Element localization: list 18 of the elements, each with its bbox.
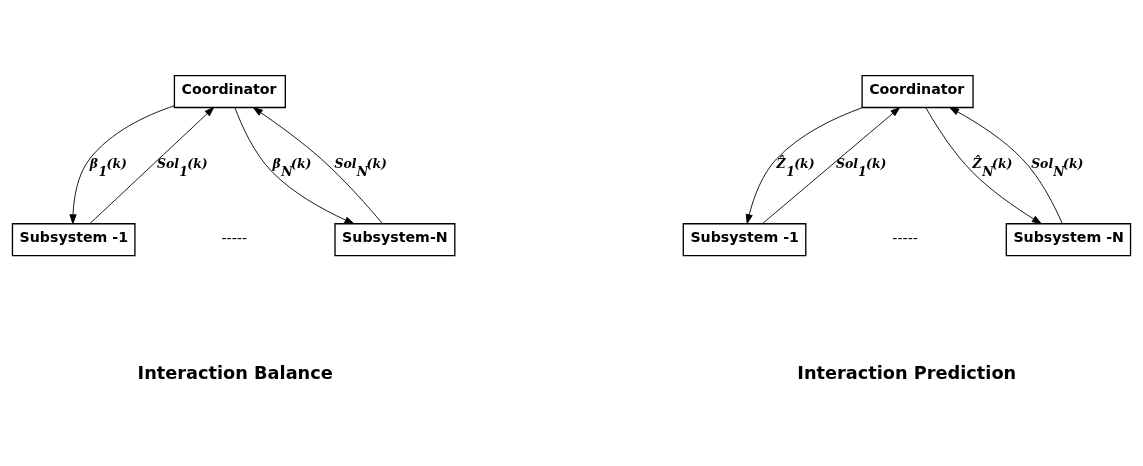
- node-box: Coordinator: [861, 74, 974, 108]
- node-box: Subsystem -N: [1005, 222, 1132, 256]
- arrow: [925, 106, 1042, 224]
- label: -----: [221, 229, 248, 246]
- node-box: Subsystem -1: [682, 222, 807, 256]
- label: Interaction Balance: [137, 362, 333, 383]
- arrow: [762, 106, 901, 224]
- arrow: [69, 104, 175, 224]
- node-box: Coordinator: [173, 74, 286, 108]
- arrow: [89, 106, 215, 224]
- arrow: [252, 106, 383, 224]
- arrow: [234, 106, 355, 224]
- node-box: Subsystem-N: [334, 222, 456, 256]
- arrow: [949, 106, 1063, 224]
- label: Interaction Prediction: [797, 362, 1017, 383]
- node-box: Subsystem -1: [11, 222, 136, 256]
- label: -----: [892, 229, 918, 246]
- arrow: [745, 106, 863, 224]
